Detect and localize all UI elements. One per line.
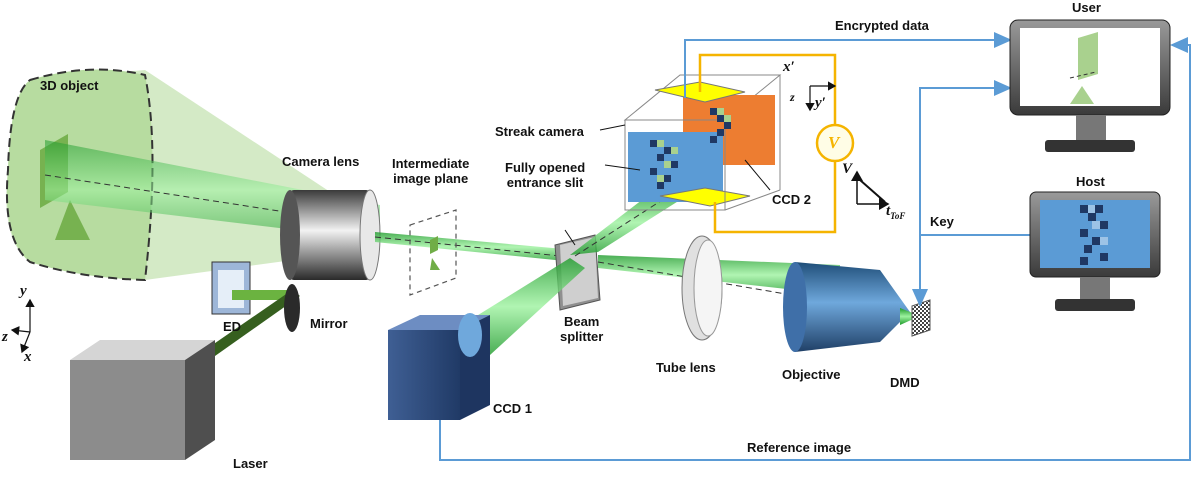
object-3d: [5, 68, 380, 282]
label-objective: Objective: [782, 367, 841, 382]
objective: [783, 262, 920, 352]
label-encrypted-data: Encrypted data: [835, 18, 929, 33]
label-reference-image: Reference image: [747, 440, 852, 455]
axis-y-label: y: [20, 283, 27, 299]
encrypted-data-link: [684, 32, 1012, 98]
label-user: User: [1072, 0, 1101, 15]
axis-y-prime-label: y′: [815, 95, 826, 111]
ccd1-camera: [388, 313, 490, 420]
key-link: [912, 234, 1030, 307]
camera-lens: [280, 189, 381, 281]
label-3d-object: 3D object: [40, 78, 99, 93]
streak-axes: [805, 81, 837, 112]
tube-lens: [681, 235, 723, 341]
axis-t-label: tToF: [886, 203, 906, 222]
label-ccd1: CCD 1: [493, 401, 533, 416]
voltmeter-label: V: [828, 133, 840, 152]
intermediate-image-plane: [409, 209, 457, 296]
label-entrance-slit: Fully opened entrance slit: [505, 160, 586, 190]
label-camera-lens: Camera lens: [282, 154, 360, 169]
label-ccd2: CCD 2: [772, 192, 812, 207]
axis-z-label: z: [2, 329, 8, 345]
voltmeter: [815, 123, 855, 163]
host-monitor: [1029, 191, 1161, 311]
dmd: [911, 299, 931, 337]
label-tube-lens: Tube lens: [656, 360, 716, 375]
label-key: Key: [930, 214, 954, 229]
mirror: [284, 284, 300, 332]
label-ed: ED: [223, 319, 242, 334]
label-dmd: DMD: [890, 375, 920, 390]
ed-device: [211, 261, 251, 315]
voltage-ramp-graph: [851, 170, 890, 210]
reference-image-link: [439, 37, 1191, 461]
label-laser: Laser: [233, 456, 268, 471]
streak-camera: [623, 74, 782, 211]
label-mirror: Mirror: [310, 316, 348, 331]
label-intermediate-plane: Intermediate image plane: [392, 156, 470, 186]
label-beam-splitter: Beam splitter: [560, 314, 604, 344]
dmd-to-user-link: [919, 80, 1012, 305]
axis-v-label: V: [842, 161, 853, 177]
axis-x-label: x: [24, 349, 32, 365]
axis-x-prime-label: x′: [783, 59, 795, 75]
data-links: [439, 32, 1191, 461]
global-axes: [10, 298, 35, 354]
user-monitor: [1009, 19, 1171, 152]
axis-z-small-label: z: [790, 90, 795, 104]
laser: [70, 340, 215, 460]
label-streak-camera: Streak camera: [495, 124, 584, 139]
label-host: Host: [1076, 174, 1105, 189]
